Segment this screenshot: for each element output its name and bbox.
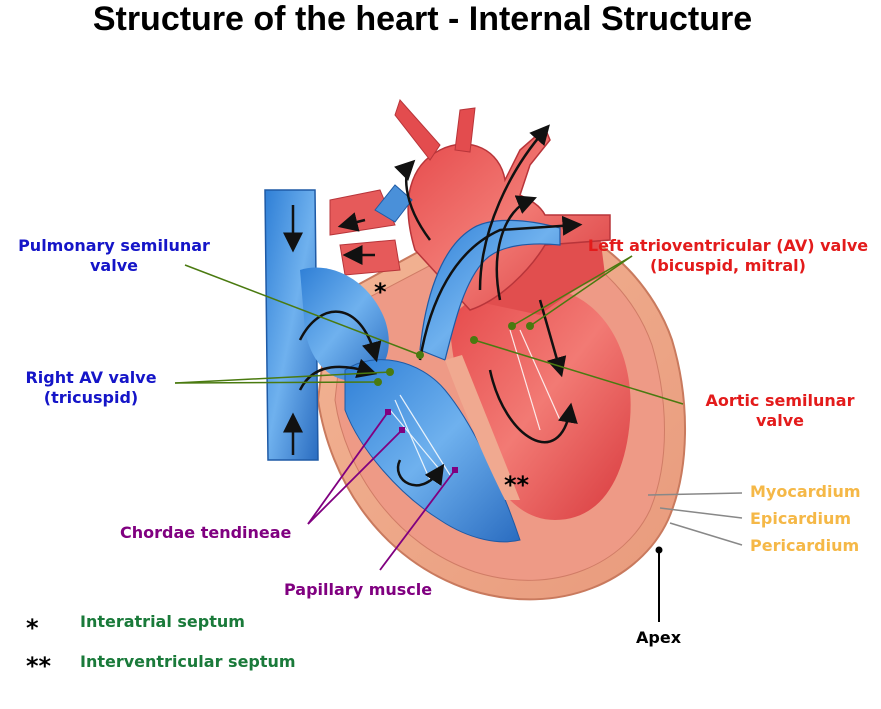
green-leader-dots — [374, 322, 534, 386]
green-leaders — [174, 255, 684, 405]
label-apex: Apex — [636, 628, 682, 647]
vena-cava — [264, 189, 319, 461]
aorta-branch-1 — [394, 99, 441, 161]
purple-leader-dots — [385, 409, 458, 473]
apex-dot — [655, 546, 663, 554]
label-pericardium: Pericardium — [750, 536, 860, 555]
right-ventricle — [344, 359, 521, 543]
chordae-strands — [389, 329, 561, 481]
purple-leaders — [307, 411, 456, 571]
interventricular-septum-marker: ** — [504, 471, 530, 499]
interatrial-septum-marker: * — [374, 278, 387, 306]
label-left-av-valve: Left atrioventricular (AV) valve (bicusp… — [587, 236, 869, 275]
label-right-av-valve: Right AV valve (tricuspid) — [25, 368, 157, 407]
label-aortic-semilunar-valve: Aortic semilunar valve — [705, 391, 855, 430]
label-pulmonary-semilunar-valve: Pulmonary semilunar valve — [18, 236, 210, 275]
pulmonary-veins-left-2 — [339, 239, 401, 276]
legend-symbol-interatrial: * — [26, 614, 39, 642]
label-chordae-tendineae: Chordae tendineae — [120, 523, 292, 542]
aorta-branch-2 — [454, 107, 476, 153]
legend-text-interventricular: Interventricular septum — [80, 652, 296, 671]
label-epicardium: Epicardium — [750, 509, 852, 528]
label-myocardium: Myocardium — [750, 482, 861, 501]
flow-arrows — [283, 124, 583, 487]
superior-vena-branch — [374, 184, 413, 223]
label-papillary-muscle: Papillary muscle — [284, 580, 433, 599]
pulmonary-trunk — [419, 219, 561, 361]
legend-symbol-interventricular: ** — [26, 652, 52, 680]
legend-text-interatrial: Interatrial septum — [80, 612, 245, 631]
page-title: Structure of the heart - Internal Struct… — [92, 0, 753, 38]
interventricular-septum — [445, 355, 520, 500]
gray-leaders — [647, 492, 743, 546]
